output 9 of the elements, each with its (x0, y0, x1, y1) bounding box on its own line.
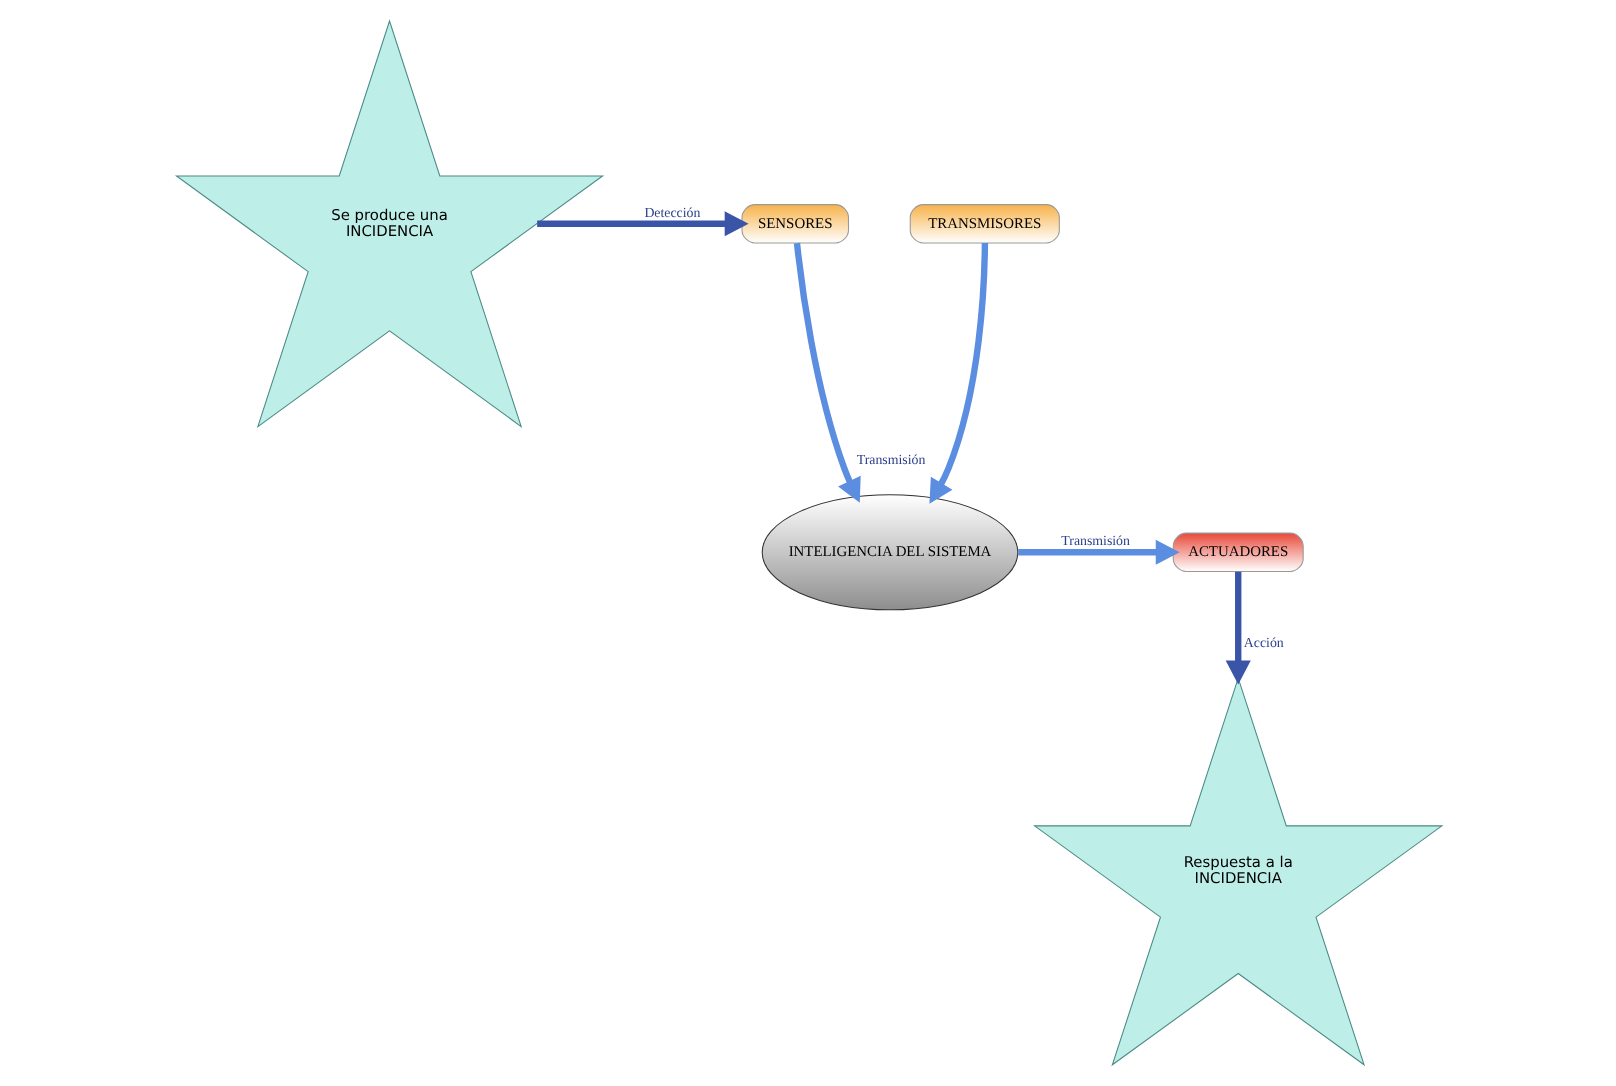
arrow (928, 242, 988, 504)
arrow (1224, 571, 1250, 685)
arrow (792, 242, 860, 503)
arrow (1017, 539, 1179, 565)
node-box: SENSORES (740, 204, 848, 244)
arrow (536, 211, 748, 237)
node-box: TRANSMISORES (908, 204, 1059, 244)
node-box: ACTUADORES (1171, 532, 1303, 572)
node-ellipse: INTELIGENCIA DEL SISTEMA (760, 494, 1018, 611)
